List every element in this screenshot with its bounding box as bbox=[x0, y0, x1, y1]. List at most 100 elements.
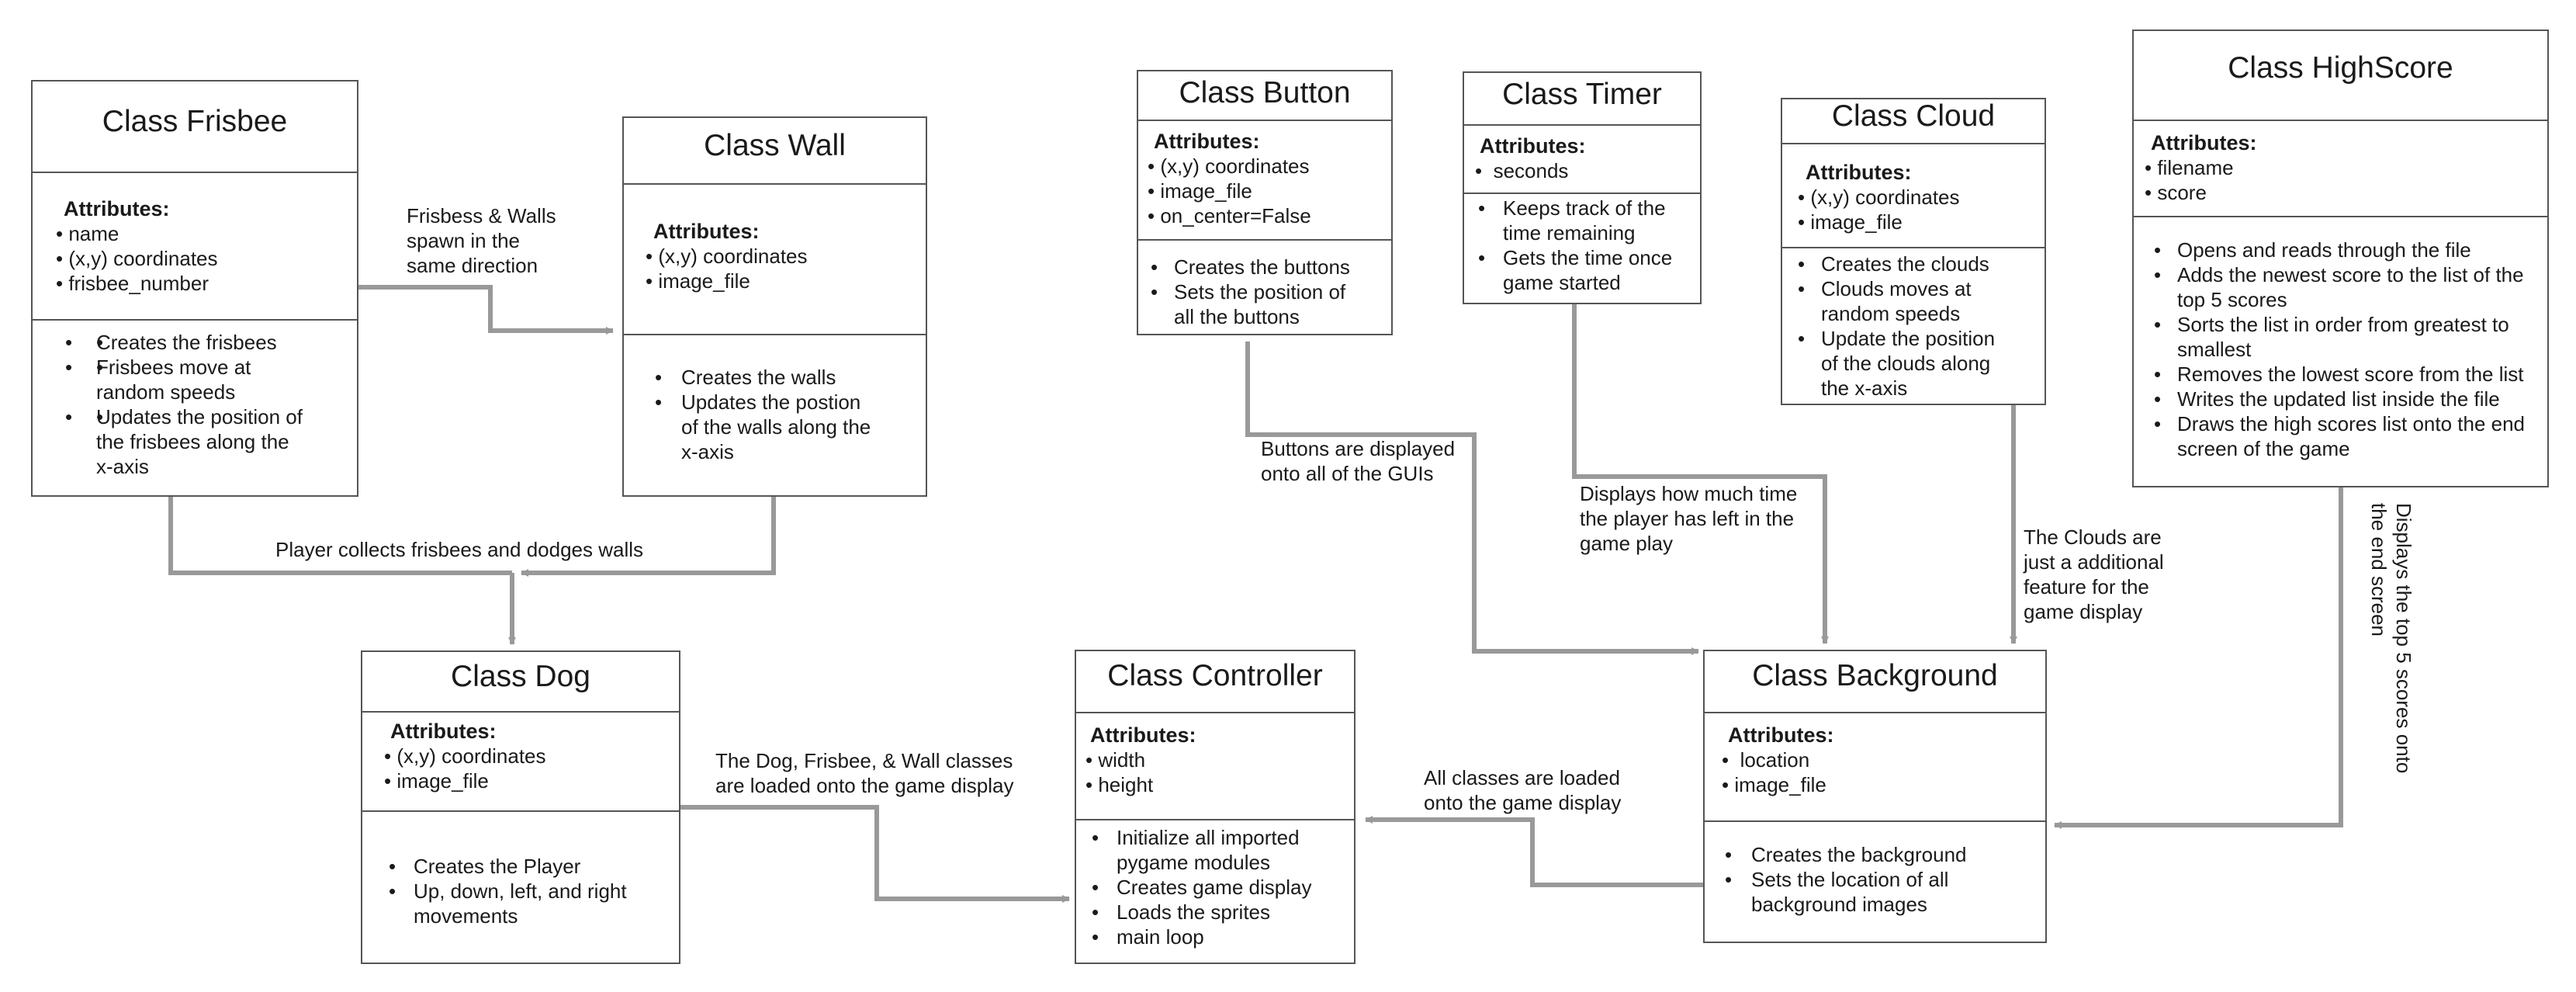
method-item: •Creates game display bbox=[1092, 876, 1312, 899]
connector-frisbee-merge bbox=[168, 497, 512, 575]
class-title: Class Cloud bbox=[1831, 99, 1996, 133]
label-button-background: Buttons are displayed onto all of the GU… bbox=[1261, 437, 1456, 485]
attributes-heading: Attributes: bbox=[1728, 723, 1834, 747]
class-title: Class Frisbee bbox=[102, 105, 288, 138]
attribute-item: • image_file bbox=[1722, 773, 1826, 796]
method-item: •Creates the clouds bbox=[1798, 252, 1989, 276]
attributes-section: Attributes: • filename • score bbox=[2134, 120, 2547, 216]
methods-section: •Initialize all imported pygame modules … bbox=[1076, 819, 1354, 963]
class-title: Class HighScore bbox=[2228, 51, 2453, 85]
connector-button-background bbox=[1245, 342, 1699, 655]
attributes-heading: Attributes: bbox=[64, 197, 170, 220]
class-cloud-box: Class Cloud Attributes: • (x,y) coordina… bbox=[1781, 98, 2046, 405]
method-item: •Creates the buttons bbox=[1151, 255, 1350, 279]
method-item: •Creates the background bbox=[1725, 843, 1967, 866]
attributes-section: Attributes: • (x,y) coordinates • image_… bbox=[624, 183, 926, 334]
method-item-cont: pygame modules bbox=[1117, 851, 1270, 874]
method-item: •Keeps track of the bbox=[1478, 196, 1666, 220]
attributes-heading: Attributes: bbox=[2151, 131, 2257, 154]
attribute-item: • image_file bbox=[646, 269, 750, 293]
method-item: •Writes the updated list inside the file bbox=[2154, 387, 2500, 411]
methods-section: •Creates the clouds •Clouds moves at ran… bbox=[1782, 247, 2045, 404]
method-item: •Loads the sprites bbox=[1092, 900, 1271, 924]
connector-frisbee-wall bbox=[358, 285, 614, 335]
attribute-item: • score bbox=[2145, 181, 2207, 204]
attribute-item: • (x,y) coordinates bbox=[56, 247, 218, 270]
methods-section: •Creates the Player •Up, down, left, and… bbox=[362, 810, 679, 963]
attribute-item: • frisbee_number bbox=[56, 272, 209, 295]
method-item: •main loop bbox=[1092, 925, 1204, 949]
attributes-heading: Attributes: bbox=[1090, 723, 1196, 747]
method-item: •Sets the location of all bbox=[1725, 868, 1949, 891]
method-item: •Clouds moves at bbox=[1798, 277, 1972, 300]
attributes-heading: Attributes: bbox=[1806, 161, 1912, 184]
class-title: Class Controller bbox=[1107, 659, 1323, 692]
class-frisbee-box: Class Frisbee Attributes: • name • (x,y)… bbox=[31, 80, 358, 497]
method-item-cont: smallest bbox=[2177, 338, 2252, 361]
method-item-cont: screen of the game bbox=[2177, 437, 2350, 460]
attribute-item: • (x,y) coordinates bbox=[1148, 154, 1310, 178]
method-item: •Creates the frisbees bbox=[65, 330, 303, 355]
attribute-item: • name bbox=[56, 222, 119, 245]
method-item: •Removes the lowest score from the list bbox=[2154, 362, 2524, 386]
label-timer-background: Displays how much time the player has le… bbox=[1580, 482, 1798, 555]
method-item: •Creates the walls bbox=[655, 366, 836, 389]
methods-section: •Creates the frisbees •Frisbees move at … bbox=[33, 319, 357, 495]
method-item: •Initialize all imported bbox=[1092, 826, 1300, 849]
label-frisbee-wall: Frisbess & Walls spawn in the same direc… bbox=[407, 204, 556, 277]
label-highscore-background: Displays the top 5 scores onto the end s… bbox=[2367, 503, 2415, 774]
method-item-cont: random speeds bbox=[1821, 302, 1961, 325]
attribute-item: • image_file bbox=[1148, 179, 1252, 203]
attribute-item: • seconds bbox=[1475, 159, 1569, 182]
attribute-item: • on_center=False bbox=[1148, 204, 1311, 227]
method-item-cont: movements bbox=[414, 904, 518, 928]
class-timer-box: Class Timer Attributes: • seconds •Keeps… bbox=[1463, 71, 1702, 304]
attribute-item: • image_file bbox=[1798, 210, 1903, 234]
method-item-cont: the frisbees along the bbox=[96, 430, 289, 453]
method-item-cont: x-axis bbox=[681, 440, 734, 463]
label-player-collects: Player collects frisbees and dodges wall… bbox=[275, 538, 644, 561]
attributes-section: Attributes: • name • (x,y) coordinates •… bbox=[33, 172, 357, 319]
attribute-item: • width bbox=[1085, 748, 1146, 772]
attributes-section: Attributes: • location • image_file bbox=[1705, 712, 2045, 820]
attributes-heading: Attributes: bbox=[653, 220, 760, 243]
method-item: •Gets the time once bbox=[1478, 246, 1673, 269]
method-item-cont: the x-axis bbox=[1821, 376, 1908, 400]
method-item: •Update the position bbox=[1798, 327, 1996, 350]
method-item-cont: random speeds bbox=[96, 380, 236, 404]
method-item-cont: background images bbox=[1751, 893, 1927, 916]
class-dog-box: Class Dog Attributes: • (x,y) coordinate… bbox=[361, 650, 680, 964]
class-button-box: Class Button Attributes: • (x,y) coordin… bbox=[1137, 70, 1393, 335]
class-controller-box: Class Controller Attributes: • width • h… bbox=[1075, 650, 1356, 964]
attribute-item: • image_file bbox=[384, 769, 489, 793]
attribute-item: • (x,y) coordinates bbox=[646, 245, 808, 268]
attributes-heading: Attributes: bbox=[1154, 130, 1260, 153]
method-item-cont: of the walls along the bbox=[681, 415, 871, 439]
attributes-section: Attributes: • (x,y) coordinates • image_… bbox=[362, 711, 679, 810]
attributes-section: Attributes: • (x,y) coordinates • image_… bbox=[1138, 120, 1391, 239]
attribute-item: • height bbox=[1085, 773, 1154, 796]
connector-timer-background bbox=[1572, 304, 1829, 644]
method-item-cont: all the buttons bbox=[1174, 305, 1300, 328]
methods-section: •Keeps track of the time remaining •Gets… bbox=[1464, 193, 1700, 303]
class-title: Class Button bbox=[1179, 76, 1351, 109]
attributes-section: Attributes: • width • height bbox=[1076, 712, 1354, 819]
class-background-box: Class Background Attributes: • location … bbox=[1703, 650, 2047, 943]
method-item: •Sorts the list in order from greatest t… bbox=[2154, 313, 2509, 336]
method-item: •Opens and reads through the file bbox=[2154, 238, 2471, 262]
connector-dog-controller bbox=[680, 805, 1070, 903]
class-title: Class Wall bbox=[704, 129, 846, 162]
method-item: •Draws the high scores list onto the end bbox=[2154, 412, 2526, 435]
connector-background-controller bbox=[1365, 816, 1706, 887]
class-title: Class Timer bbox=[1502, 78, 1662, 111]
method-item-cont: top 5 scores bbox=[2177, 288, 2287, 311]
label-dog-controller: The Dog, Frisbee, & Wall classes are loa… bbox=[715, 749, 1014, 797]
method-item: •Up, down, left, and right bbox=[389, 879, 627, 903]
attribute-item: • (x,y) coordinates bbox=[384, 744, 546, 768]
methods-section: •Creates the walls •Updates the postion … bbox=[624, 334, 926, 495]
methods-section: •Creates the background •Sets the locati… bbox=[1705, 820, 2045, 942]
methods-section: •Creates the buttons •Sets the position … bbox=[1138, 239, 1391, 334]
label-cloud-background: The Clouds are just a additional feature… bbox=[2024, 525, 2164, 623]
attributes-section: Attributes: • seconds bbox=[1464, 124, 1700, 193]
methods-section: •Opens and reads through the file •Adds … bbox=[2134, 216, 2547, 486]
